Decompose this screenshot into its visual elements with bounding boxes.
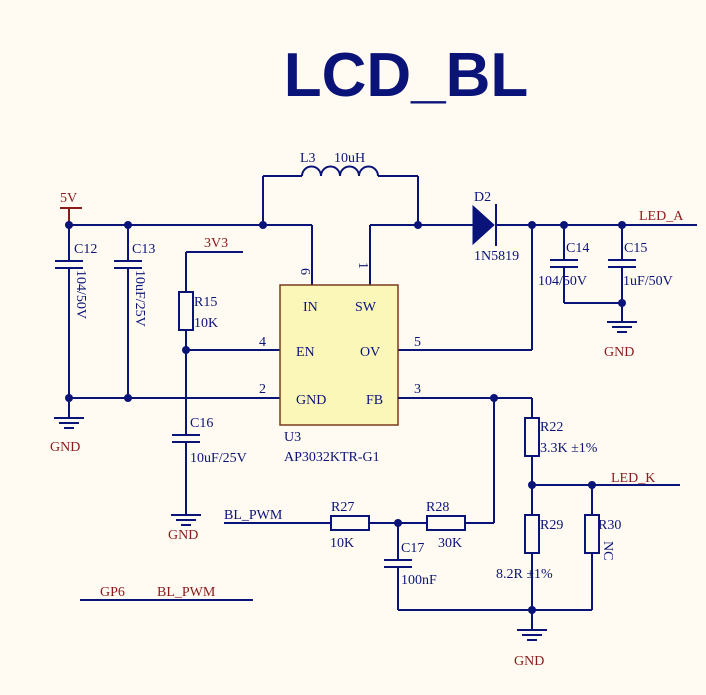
r29-ref: R29 — [540, 518, 563, 533]
sw-net — [369, 221, 473, 285]
resistor-r27: R27 10K — [330, 500, 427, 551]
pin-sw-name: SW — [355, 300, 377, 315]
v3-net: 3V3 — [185, 236, 243, 292]
r29-value: 8.2R ±1% — [496, 567, 553, 582]
r22-ref: R22 — [540, 420, 563, 435]
capacitor-c14: C14 104/50V — [538, 225, 589, 303]
gp6-label: GP6 — [100, 585, 125, 600]
c15-ref: C15 — [624, 241, 647, 256]
r15-value: 10K — [194, 316, 218, 331]
gp6-net: GP6 BL_PWM — [80, 585, 253, 601]
gnd-symbol — [606, 311, 638, 333]
inductor-l3: L3 10uH — [262, 151, 419, 225]
c14-ref: C14 — [566, 241, 589, 256]
led-a-label: LED_A — [639, 209, 684, 224]
c13-value: 10uF/25V — [132, 270, 147, 327]
ic-ref: U3 — [284, 430, 301, 445]
c12-value: 104/50V — [73, 270, 88, 319]
gnd-symbol — [170, 504, 202, 526]
schematic-title: LCD_BL — [284, 41, 529, 110]
gnd-label-input: GND — [50, 440, 80, 455]
d2-value: 1N5819 — [474, 249, 519, 264]
gnd-symbol — [516, 619, 548, 641]
r30-ref: R30 — [598, 518, 621, 533]
c12-ref: C12 — [74, 242, 97, 257]
capacitor-c15: C15 1uF/50V — [608, 225, 673, 303]
fb-net — [398, 394, 533, 523]
pin-gnd-name: GND — [296, 393, 326, 408]
vin-net: 5V — [60, 191, 313, 285]
r30-value: NC — [600, 541, 615, 560]
en-net — [182, 330, 280, 435]
vin-label: 5V — [60, 191, 77, 206]
output-gnd-net: GND — [564, 299, 638, 360]
gp6-net-label: BL_PWM — [157, 585, 216, 600]
gnd-label-c16: GND — [168, 528, 198, 543]
l3-value: 10uH — [334, 151, 365, 166]
ic-u3: IN SW EN OV GND FB 6 1 4 5 2 3 U3 AP3032… — [259, 262, 421, 465]
r15-ref: R15 — [194, 295, 217, 310]
pin-sw-number: 1 — [355, 262, 370, 269]
r28-value: 30K — [438, 536, 462, 551]
input-gnd-net: GND — [50, 394, 280, 455]
capacitor-c17: C17 100nF — [384, 523, 437, 610]
led-k-label: LED_K — [611, 471, 655, 486]
c17-value: 100nF — [401, 573, 437, 588]
pin-fb-number: 3 — [414, 382, 421, 397]
v3-label: 3V3 — [204, 236, 228, 251]
led-a-net: LED_A — [496, 209, 697, 350]
diode-d2: D2 1N5819 — [472, 190, 519, 264]
pin-en-number: 4 — [259, 335, 266, 350]
resistor-r28: R28 30K — [426, 500, 494, 551]
capacitor-c13: C13 10uF/25V — [114, 225, 155, 398]
resistor-r29: R29 8.2R ±1% — [496, 514, 563, 610]
pin-ov-number: 5 — [414, 335, 421, 350]
pin-in-number: 6 — [297, 268, 312, 275]
capacitor-c12: C12 104/50V — [55, 225, 97, 398]
ic-part: AP3032KTR-G1 — [284, 450, 380, 465]
bl-pwm-net: BL_PWM — [224, 508, 331, 524]
r28-ref: R28 — [426, 500, 449, 515]
resistor-r30: R30 NC — [584, 514, 621, 610]
gnd-label-feedback: GND — [514, 654, 544, 669]
d2-ref: D2 — [474, 190, 491, 205]
capacitor-c16: C16 10uF/25V GND — [168, 416, 247, 543]
pin-en-name: EN — [296, 345, 315, 360]
feedback-gnd-net: GND — [398, 606, 592, 669]
r22-value: 3.3K ±1% — [540, 441, 598, 456]
ic-body — [279, 284, 399, 426]
c13-ref: C13 — [132, 242, 155, 257]
pin-fb-name: FB — [366, 393, 383, 408]
pin-gnd-number: 2 — [259, 382, 266, 397]
gnd-symbol — [53, 407, 85, 429]
bl-pwm-label: BL_PWM — [224, 508, 283, 523]
pin-in-name: IN — [303, 300, 318, 315]
pin-ov-name: OV — [360, 345, 380, 360]
resistor-r22: R22 3.3K ±1% — [524, 417, 598, 515]
c14-value: 104/50V — [538, 274, 587, 289]
resistor-r15: R15 10K — [178, 291, 218, 331]
gnd-label-output: GND — [604, 345, 634, 360]
r27-ref: R27 — [331, 500, 354, 515]
r27-value: 10K — [330, 536, 354, 551]
c16-ref: C16 — [190, 416, 213, 431]
l3-ref: L3 — [300, 151, 316, 166]
c15-value: 1uF/50V — [623, 274, 673, 289]
c16-value: 10uF/25V — [190, 451, 247, 466]
c17-ref: C17 — [401, 541, 424, 556]
led-k-net: LED_K — [528, 471, 680, 515]
